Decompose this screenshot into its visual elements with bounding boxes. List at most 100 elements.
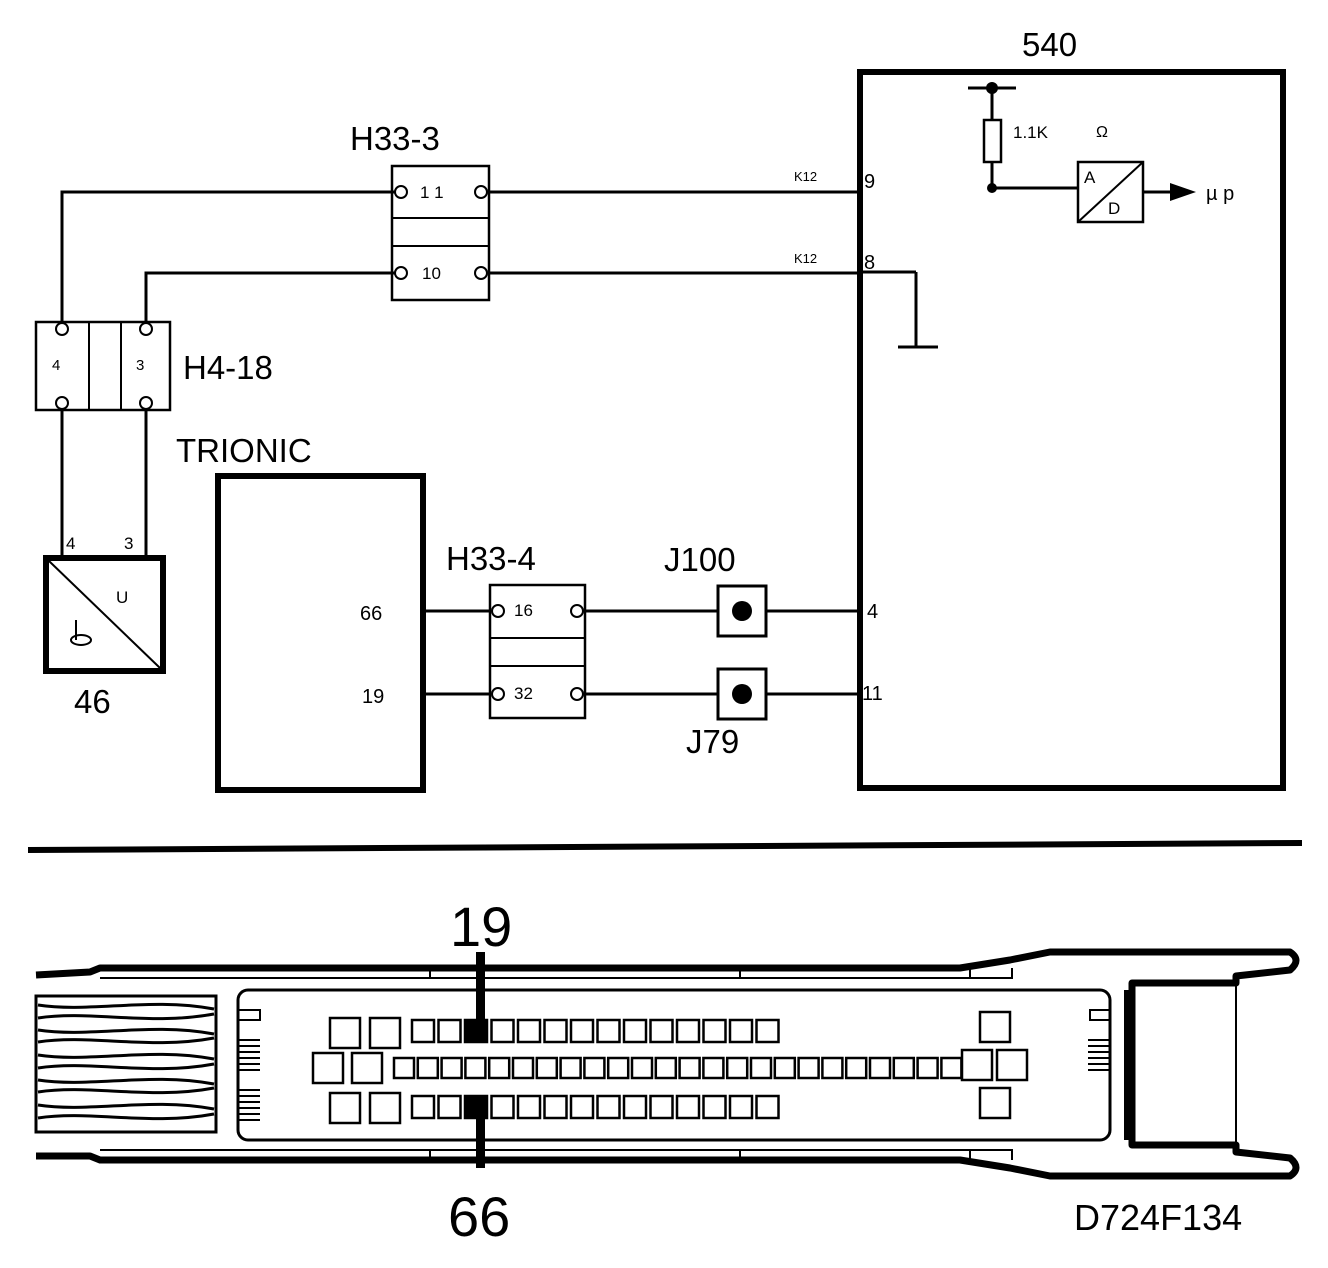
omega-label: Ω xyxy=(1096,124,1108,141)
connector-pin xyxy=(702,1056,725,1080)
connector-rib xyxy=(237,1051,260,1059)
pin-label: 10 xyxy=(422,264,441,283)
connector-pin xyxy=(728,1018,754,1044)
connector-pin xyxy=(543,1018,568,1044)
connector-pin xyxy=(654,1056,678,1080)
connector-pin xyxy=(773,1056,797,1080)
connector-pin xyxy=(559,1056,582,1080)
pin-hole xyxy=(55,322,69,336)
control-unit-label: 540 xyxy=(1022,26,1077,63)
control-unit-540: 540 1.1K Ω A D µ p 9 8 4 11 xyxy=(857,26,1286,791)
connector-pin xyxy=(311,1051,345,1085)
sensor-pin-label: 4 xyxy=(66,534,75,553)
connector-rib xyxy=(237,1039,260,1047)
pin-hole xyxy=(55,396,69,410)
connector-pin xyxy=(410,1018,436,1044)
connector-pin xyxy=(606,1056,630,1080)
connector-pin xyxy=(678,1056,701,1080)
connector-pin xyxy=(543,1094,568,1120)
connector-pin xyxy=(749,1056,773,1080)
pin-hole xyxy=(139,396,153,410)
cable-strand xyxy=(37,1102,215,1111)
cable-strand xyxy=(37,1052,215,1061)
figure-id: D724F134 xyxy=(1074,1197,1242,1238)
connector-pin xyxy=(487,1056,511,1080)
housing-detail xyxy=(100,1149,1013,1160)
microprocessor-label: µ p xyxy=(1206,183,1234,205)
junction-j100: J100 xyxy=(664,541,768,638)
resistor-value: 1.1K xyxy=(1013,123,1049,142)
connector-pin xyxy=(960,1048,994,1082)
connector-pin xyxy=(596,1018,621,1044)
connector-pin xyxy=(797,1056,820,1080)
sensor-label: 46 xyxy=(74,683,111,720)
resistor xyxy=(982,118,1003,164)
connector-pin xyxy=(702,1094,727,1120)
section-divider xyxy=(27,840,1303,853)
connector-pin xyxy=(868,1056,892,1080)
connector-pin xyxy=(978,1086,1012,1120)
connector-h33-4-label: H33-4 xyxy=(446,540,536,577)
connector-ribs xyxy=(237,1009,1111,1121)
connector-pin xyxy=(410,1094,436,1120)
adc-a: A xyxy=(1084,168,1096,187)
connector-pin xyxy=(622,1018,648,1044)
pin-label: 1 1 xyxy=(420,183,444,202)
connector-h33-3-label: H33-3 xyxy=(350,120,440,157)
connector-pin xyxy=(755,1094,780,1120)
connector-pin xyxy=(916,1056,939,1080)
connector-rib xyxy=(1088,1063,1111,1071)
connector-pin xyxy=(516,1018,542,1044)
connector-rib xyxy=(1088,1051,1111,1059)
trionic-label: TRIONIC xyxy=(176,432,312,469)
cable-strand xyxy=(37,1077,215,1086)
wire-label-k12: K12 xyxy=(794,169,817,184)
connector-pin xyxy=(490,1094,515,1120)
connector-h33-3: H33-3 1 1 10 xyxy=(350,120,491,302)
connector-pin-19-label: 19 xyxy=(450,895,512,958)
connector-pin xyxy=(511,1056,535,1080)
connector-pin xyxy=(630,1056,654,1080)
trionic-pin-label: 19 xyxy=(362,686,384,708)
pin-hole xyxy=(570,604,584,618)
connector-rib xyxy=(238,1009,261,1021)
cable-strand xyxy=(37,1036,215,1045)
control-unit-box xyxy=(857,69,1286,791)
connector-pin xyxy=(725,1056,749,1080)
connector-pin xyxy=(368,1016,402,1050)
cable-strand xyxy=(37,1002,215,1011)
trionic-ecu: TRIONIC 66 19 xyxy=(176,432,426,793)
connector-pin xyxy=(392,1056,416,1080)
connector-h33-4: H33-4 16 32 xyxy=(446,540,587,720)
connector-pin xyxy=(622,1094,648,1120)
junction-dot xyxy=(732,684,752,704)
pointer-pin-66 xyxy=(476,1110,485,1168)
wire-h4-18-pin4-to-h33-3 xyxy=(60,190,395,322)
connector-pin xyxy=(583,1056,606,1080)
pin-label: 4 xyxy=(52,357,60,374)
sensor-u-label: U xyxy=(116,588,128,607)
connector-pin-66-label: 66 xyxy=(448,1185,510,1248)
pin-label: 16 xyxy=(514,601,533,620)
sensor-pin-label: 3 xyxy=(124,534,133,553)
connector-rib xyxy=(237,1063,260,1071)
connector-pin xyxy=(995,1048,1029,1082)
housing-detail xyxy=(100,968,1013,979)
connector-h33-3-body xyxy=(390,164,491,302)
connector-rib xyxy=(237,1089,260,1097)
cable-strand xyxy=(37,1012,215,1021)
pin-label: 3 xyxy=(136,357,144,374)
pin-hole xyxy=(474,266,488,280)
connector-pin xyxy=(437,1094,462,1120)
connector-pin xyxy=(755,1018,780,1044)
connector-pin xyxy=(437,1018,462,1044)
junction-j79-label: J79 xyxy=(686,723,739,760)
arrow-icon xyxy=(1170,183,1196,201)
trionic-box xyxy=(215,473,426,793)
trionic-pin-label: 66 xyxy=(360,603,382,625)
connector-pin xyxy=(675,1018,701,1044)
connector-pin xyxy=(416,1056,440,1080)
connector-pin xyxy=(649,1094,674,1120)
wire-label-k12: K12 xyxy=(794,251,817,266)
pin-label: 32 xyxy=(514,684,533,703)
